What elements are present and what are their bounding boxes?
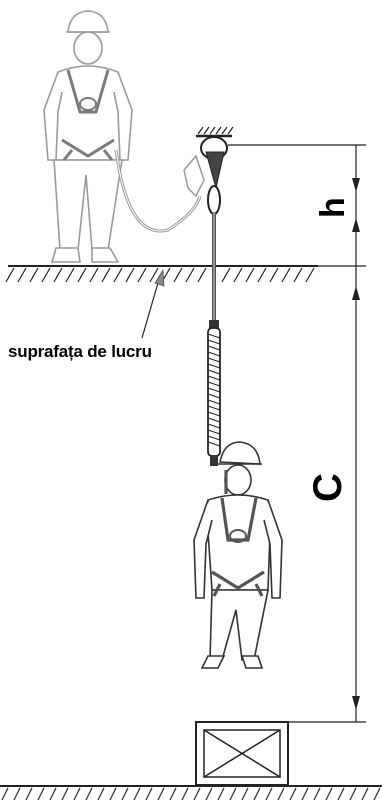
surface-leader: [141, 268, 165, 339]
ground-surface: [0, 785, 382, 801]
suspended-worker-icon: [193, 441, 283, 669]
work-surface: [5, 265, 318, 283]
height-h-label: h: [314, 197, 352, 218]
standing-worker-harness: [61, 69, 115, 161]
clearance-c-label: C: [306, 473, 350, 502]
spring-absorber-icon: [207, 327, 221, 466]
work-surface-label: suprafața de lucru: [8, 342, 152, 361]
anchor-point-icon: [196, 126, 234, 215]
slack-lanyard: [114, 149, 205, 233]
lanyard: [209, 212, 219, 328]
hanging-worker-harness: [211, 470, 265, 597]
crossed-box-icon: [195, 721, 289, 786]
dimension-c: [288, 266, 366, 723]
worker-with-harness-icon: [43, 10, 133, 263]
dimension-h: [228, 144, 366, 267]
